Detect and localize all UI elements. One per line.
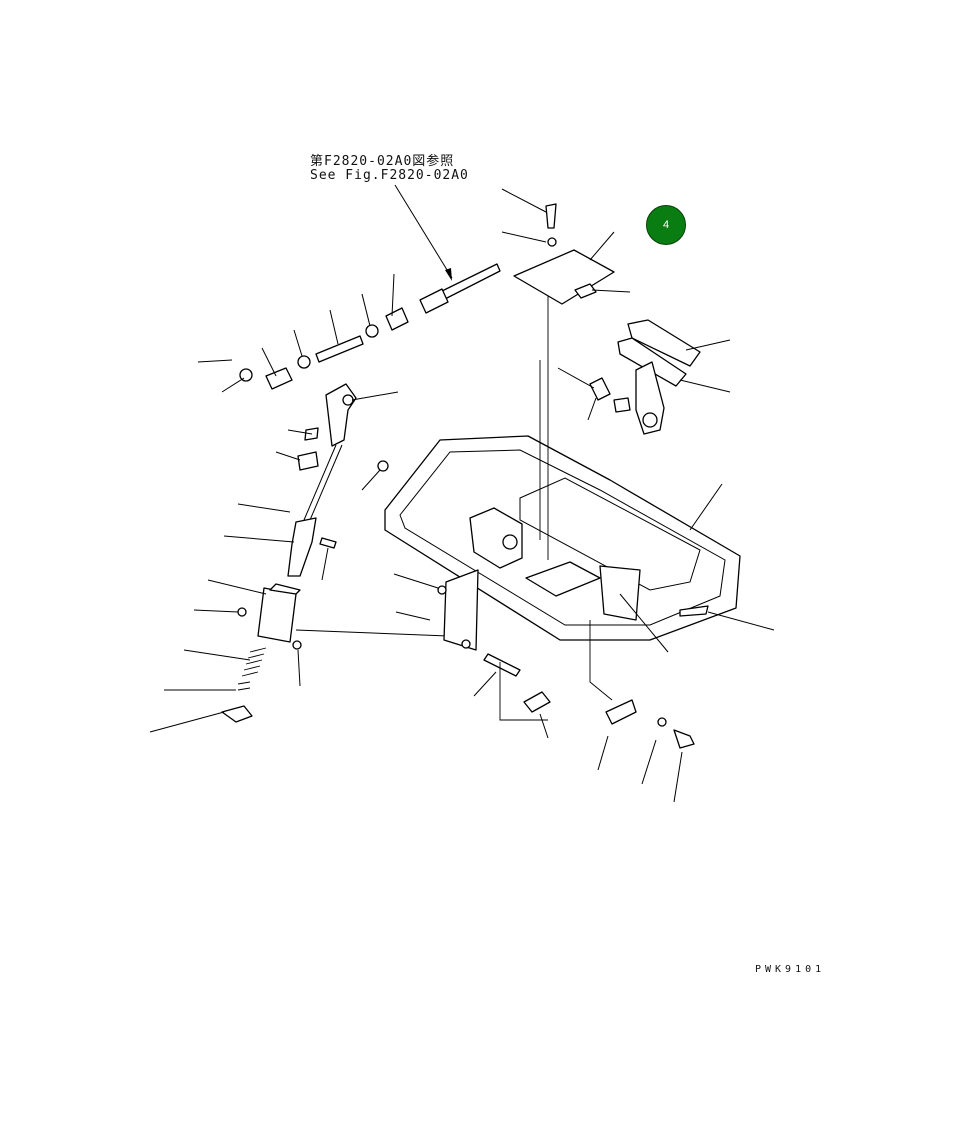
reference-leader	[394, 184, 453, 281]
pedal-assembly	[589, 319, 701, 435]
lower-bracket-assembly	[221, 583, 449, 723]
drawing-code: PWK9101	[755, 964, 826, 975]
callout-badge[interactable]: 4	[646, 205, 686, 245]
reference-note-en: See Fig.F2820-02A0	[310, 168, 469, 183]
upper-lever	[297, 383, 357, 471]
bottom-hardware	[483, 620, 695, 749]
callout-number: 4	[662, 219, 670, 231]
inspection-cover	[513, 203, 615, 305]
reference-note-jp: 第F2820-02A0図参照	[310, 154, 455, 169]
case-cover	[377, 435, 741, 651]
control-cable	[239, 263, 501, 390]
leader-lines	[149, 188, 775, 803]
rod-linkage	[287, 444, 343, 577]
